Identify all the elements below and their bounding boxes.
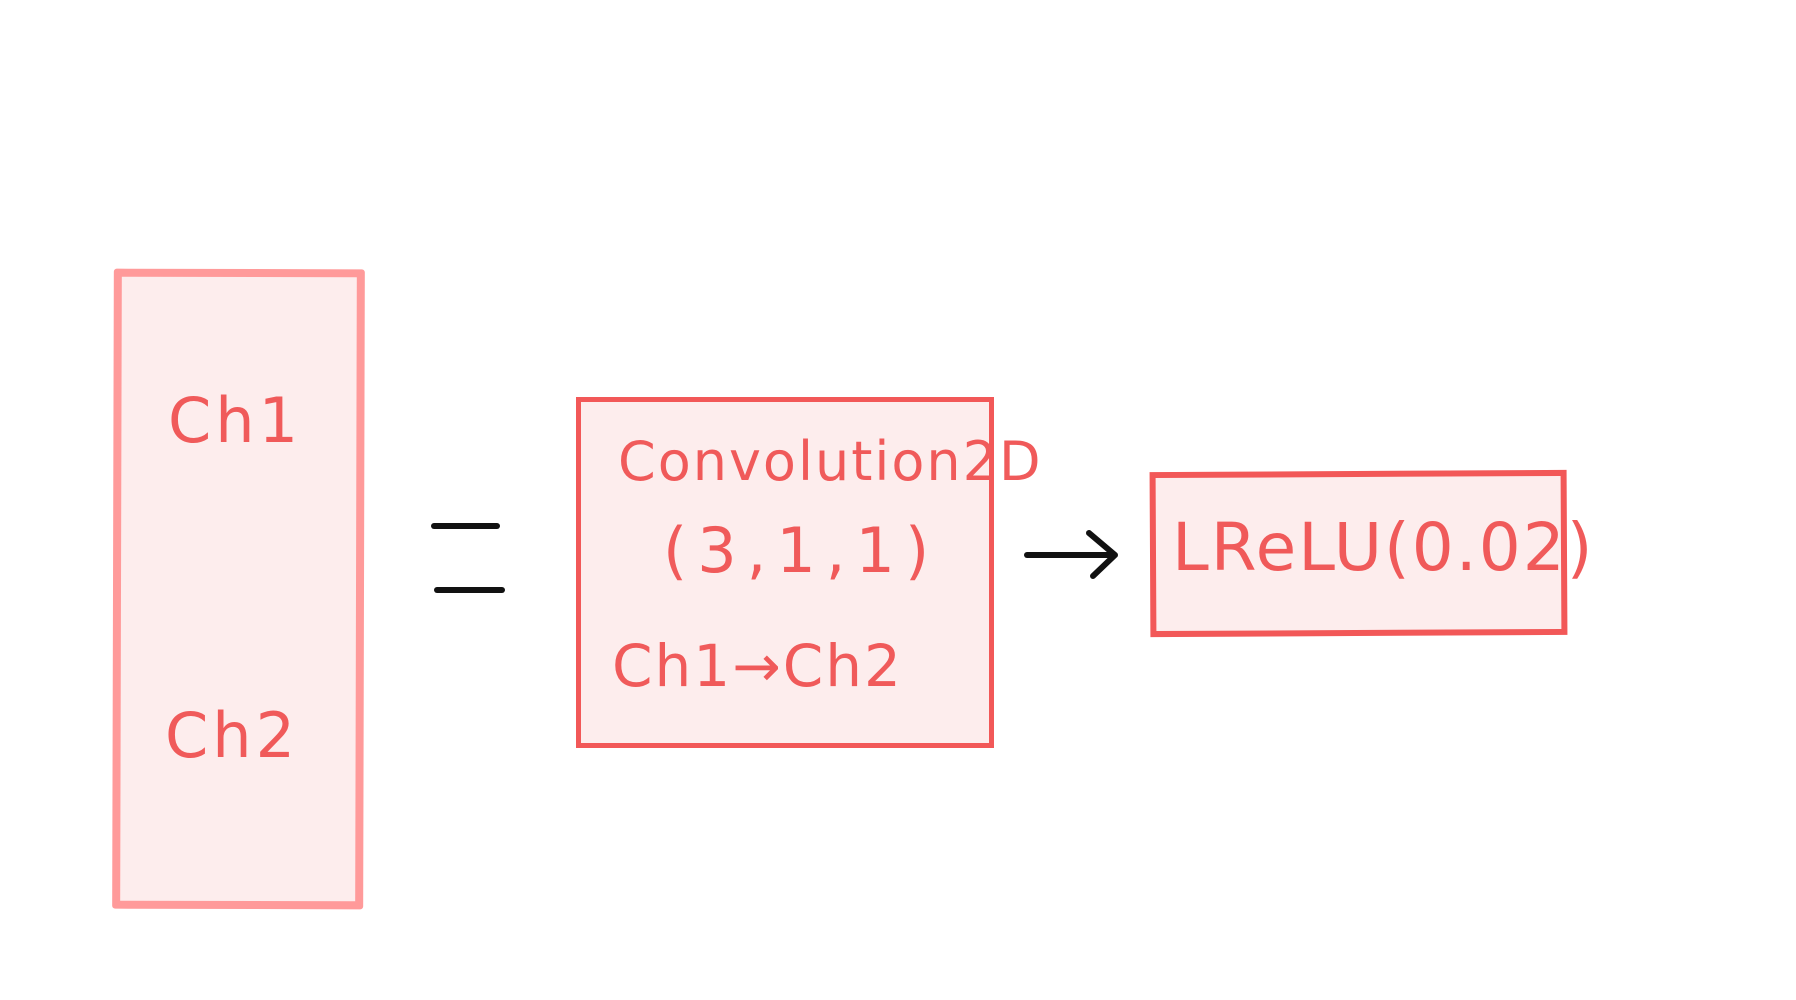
arrow-icon <box>1024 530 1118 579</box>
lrelu-label: LReLU(0.02) <box>1172 509 1595 586</box>
equals-icon <box>431 523 505 593</box>
convolution-params: (3,1,1) <box>663 514 940 587</box>
convolution-title: Convolution2D <box>618 430 1043 493</box>
convolution-block <box>576 397 994 748</box>
ch1-label: Ch1 <box>168 384 303 457</box>
ch2-label: Ch2 <box>165 699 300 772</box>
convolution-channels: Ch1→Ch2 <box>612 632 903 700</box>
